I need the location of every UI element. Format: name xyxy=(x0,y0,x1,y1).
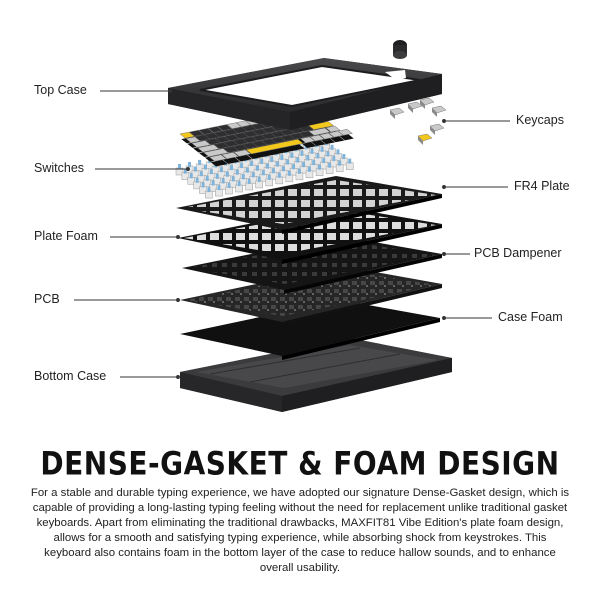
keycap xyxy=(419,97,435,109)
keycap xyxy=(300,136,317,148)
switch xyxy=(305,166,314,179)
pcb-dampener-layer xyxy=(182,236,442,294)
switch xyxy=(235,181,243,193)
keycap xyxy=(337,129,354,141)
switch xyxy=(275,172,284,185)
switch xyxy=(295,168,304,181)
switch xyxy=(315,164,324,176)
keycap xyxy=(245,139,305,159)
callout-plate-foam: Plate Foam xyxy=(34,229,98,243)
case-foam-layer xyxy=(180,300,440,360)
switch xyxy=(181,168,190,180)
keycap xyxy=(208,154,228,167)
keycap xyxy=(417,133,433,145)
plate-foam-layer xyxy=(178,206,442,264)
switch xyxy=(225,183,233,195)
keycap xyxy=(221,152,240,164)
switch xyxy=(199,182,207,194)
headline: DENSE-GASKET & FOAM DESIGN xyxy=(40,444,560,483)
keycap xyxy=(431,105,447,117)
switch xyxy=(205,187,213,199)
switch xyxy=(215,185,223,197)
switch xyxy=(175,164,184,176)
keycap xyxy=(233,149,253,162)
callout-pcb-dampener: PCB Dampener xyxy=(474,246,562,260)
switch xyxy=(335,160,344,172)
bottom-case-layer xyxy=(180,338,452,412)
top-case-layer xyxy=(168,40,442,130)
switch xyxy=(345,158,354,170)
callout-pcb: PCB xyxy=(34,292,60,306)
description-paragraph: For a stable and durable typing experien… xyxy=(30,487,570,574)
keycap xyxy=(389,107,405,119)
switch xyxy=(325,162,334,174)
switch xyxy=(187,173,196,185)
callout-bottom-case: Bottom Case xyxy=(34,369,107,383)
switch xyxy=(285,170,294,183)
callout-case-foam: Case Foam xyxy=(498,310,563,324)
fr4-plate-layer xyxy=(176,176,442,234)
leader-lines xyxy=(74,89,510,379)
pcb-layer xyxy=(180,266,442,326)
callout-top-case: Top Case xyxy=(34,83,87,97)
keycap xyxy=(328,130,345,143)
switch xyxy=(193,177,201,190)
switch xyxy=(245,178,253,191)
keycap xyxy=(318,132,336,145)
callout-fr4-plate: FR4 Plate xyxy=(514,179,570,193)
keycap xyxy=(407,101,423,113)
callout-switches: Switches xyxy=(34,161,85,175)
switch xyxy=(255,176,263,189)
keycap xyxy=(429,123,445,135)
switch xyxy=(265,174,273,187)
keycap xyxy=(309,134,326,147)
callout-keycaps: Keycaps xyxy=(516,113,564,127)
